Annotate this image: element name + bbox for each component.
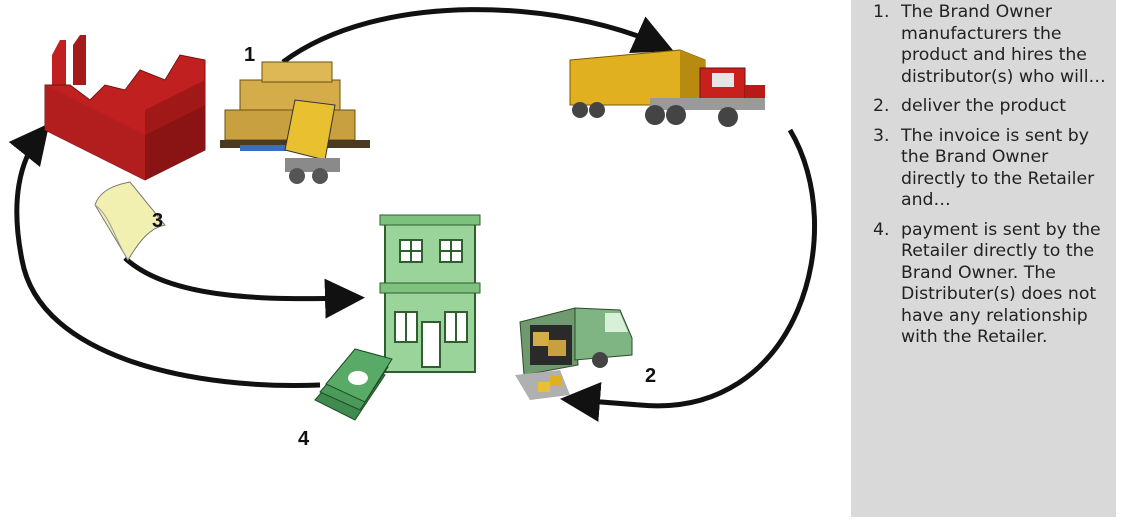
step-item-4: 4.payment is sent by the Retailer direct… <box>901 220 1106 349</box>
step-item-2: 2.deliver the product <box>901 96 1106 118</box>
step-number: 1. <box>873 2 890 24</box>
arrow-truck-to-van <box>575 130 815 406</box>
supply-chain-diagram: 1 2 3 4 <box>0 0 830 517</box>
steps-list: 1. The Brand Owner manufacturers the prod… <box>851 2 1106 349</box>
step-number: 2. <box>873 96 890 118</box>
step-text: payment is sent by the Retailer directly… <box>901 220 1101 348</box>
arrow-goods-to-truck <box>283 10 660 62</box>
diagram-canvas <box>0 0 830 517</box>
step-item-3: 3.The invoice is sent by the Brand Owner… <box>901 126 1106 212</box>
factory-icon <box>45 35 205 180</box>
step-label-2: 2 <box>645 365 656 388</box>
steps-panel: 1. The Brand Owner manufacturers the prod… <box>851 0 1116 517</box>
step-label-4: 4 <box>298 428 309 451</box>
arrow-invoice-to-store <box>125 258 350 299</box>
semi-truck-icon <box>570 50 765 127</box>
step-text: deliver the product <box>901 96 1066 116</box>
delivery-van-icon <box>515 308 632 400</box>
step-number: 4. <box>873 220 890 242</box>
retail-store-icon <box>380 215 480 372</box>
step-text: The invoice is sent by the Brand Owner d… <box>901 126 1094 211</box>
step-label-3: 3 <box>152 210 163 233</box>
step-number: 3. <box>873 126 890 148</box>
step-item-1: 1.The Brand Owner manufacturers the prod… <box>901 2 1106 88</box>
boxes-forklift-icon <box>220 62 370 184</box>
step-text: The Brand Owner manufacturers the produc… <box>901 2 1106 87</box>
money-icon <box>315 349 392 420</box>
step-label-1: 1 <box>244 44 255 67</box>
arrow-money-to-factory <box>17 135 320 386</box>
